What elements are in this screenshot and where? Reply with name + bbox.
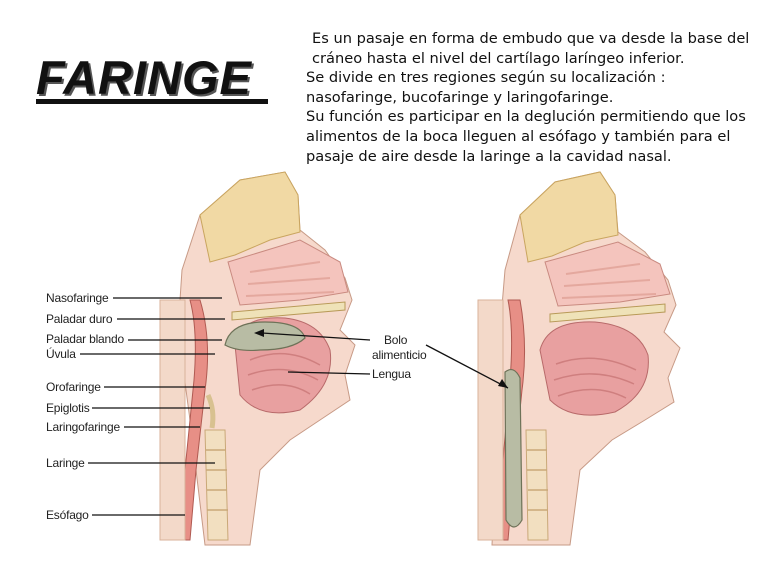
label-leader-lines (80, 297, 509, 516)
left-larynx (204, 429, 229, 541)
leader-bolo-left (261, 332, 371, 341)
label-orofaringe: Orofaringe (46, 380, 101, 394)
right-food-bolus (504, 368, 523, 528)
description-text: Es un pasaje en forma de embudo que va d… (306, 29, 758, 166)
left-nasal-cavity (227, 239, 349, 306)
right-skull-bone (519, 171, 619, 263)
description-paragraph-1: Es un pasaje en forma de embudo que va d… (312, 30, 750, 67)
left-food-bolus (224, 321, 306, 352)
leader-lengua (287, 371, 371, 375)
left-tongue-fibers (247, 352, 321, 395)
title-underline (36, 99, 268, 104)
left-trachea-rings (206, 449, 228, 511)
left-vertebrae (159, 299, 186, 541)
right-tongue-fibers (553, 357, 637, 399)
label-bolo-line1: Bolo (384, 333, 408, 347)
description-paragraph-2: Se divide en tres regiones según su loca… (306, 69, 666, 106)
right-vertebrae (477, 299, 504, 541)
description-paragraph-3: Su función es participar en la deglución… (306, 108, 746, 165)
left-skull-bone (199, 171, 301, 263)
label-uvula: Úvula (46, 347, 76, 361)
label-epiglotis: Epiglotis (46, 401, 90, 415)
slide-title: FARINGE (36, 51, 252, 104)
label-esofago: Esófago (46, 508, 89, 522)
left-head-section (159, 171, 356, 546)
right-larynx (525, 429, 549, 541)
label-paladar-duro: Paladar duro (46, 312, 113, 326)
right-head-section (477, 171, 681, 546)
right-trachea-rings (527, 449, 548, 511)
label-paladar-blando: Paladar blando (46, 332, 124, 346)
left-nasal-turbinates (245, 261, 335, 297)
right-tongue (539, 321, 649, 416)
label-laringofaringe: Laringofaringe (46, 420, 120, 434)
label-laringe: Laringe (46, 456, 85, 470)
left-epiglottis (205, 393, 216, 429)
left-hard-palate (231, 301, 346, 321)
bolus-arrow-head-left (254, 329, 264, 337)
label-lengua: Lengua (372, 367, 411, 381)
right-nasal-cavity (544, 241, 671, 307)
right-nasal-turbinates (561, 263, 657, 299)
right-hard-palate (549, 303, 666, 323)
label-nasofaringe: Nasofaringe (46, 291, 109, 305)
leader-bolo-right (425, 344, 509, 389)
bolus-arrow-head-right (498, 379, 508, 388)
label-bolo-line2: alimenticio (372, 348, 427, 362)
